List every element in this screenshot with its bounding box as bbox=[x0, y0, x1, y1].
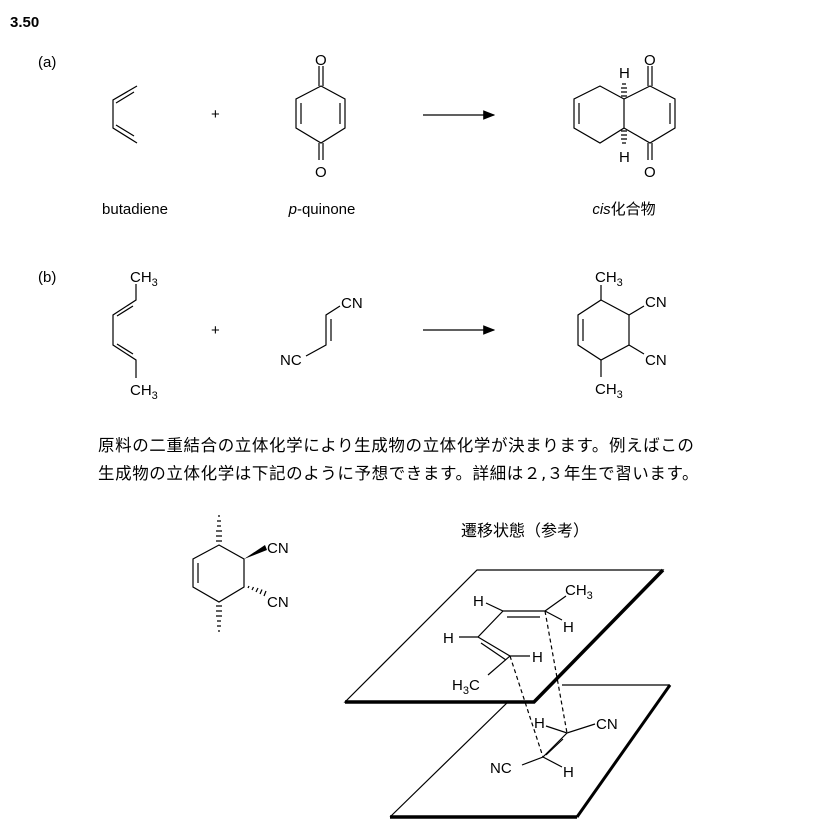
part-a-label: (a) bbox=[38, 54, 56, 71]
cyano-group: CN bbox=[596, 716, 618, 733]
stereo-product-structure: CN CN bbox=[192, 515, 289, 632]
methyl-group: H3C bbox=[452, 677, 480, 697]
fumaronitrile-structure: CN NC bbox=[280, 295, 363, 369]
oxygen-atom: O bbox=[644, 52, 656, 69]
part-b-label: (b) bbox=[38, 269, 56, 286]
hexadiene-structure: CH3 CH3 bbox=[112, 269, 158, 402]
butadiene-structure bbox=[112, 85, 138, 144]
explanation-line-2: 生成物の立体化学は下記のように予想できます。詳細は２,３年生で習います。 bbox=[98, 464, 700, 483]
methyl-group: CH3 bbox=[565, 582, 593, 602]
cis-compound-label: cis化合物 bbox=[592, 201, 655, 218]
oxygen-atom: O bbox=[315, 52, 327, 69]
plus-sign-a: + bbox=[211, 106, 220, 123]
cis-product-structure: H H O O bbox=[573, 52, 676, 181]
transition-state-title: 遷移状態（参考） bbox=[461, 521, 589, 540]
cyano-group: NC bbox=[280, 352, 302, 369]
cyano-group: CN bbox=[645, 294, 667, 311]
lower-plane bbox=[389, 684, 671, 818]
explanation-line-1: 原料の二重結合の立体化学により生成物の立体化学が決まります。例えばこの bbox=[98, 436, 695, 455]
hydrogen-atom: H bbox=[443, 630, 454, 647]
cyclohexene-product-structure: CH3 CH3 CN CN bbox=[577, 269, 667, 401]
p-quinone-label: p-quinone bbox=[288, 201, 356, 218]
upper-plane bbox=[343, 569, 665, 703]
methyl-group: CH3 bbox=[130, 269, 158, 289]
p-quinone-structure: O O bbox=[295, 52, 346, 181]
cyano-group: CN bbox=[341, 295, 363, 312]
cyano-group: CN bbox=[645, 352, 667, 369]
cyano-group: CN bbox=[267, 594, 289, 611]
problem-number: 3.50 bbox=[10, 14, 39, 31]
transition-state-diagram: H CH3 H H H H3C H CN NC H bbox=[343, 568, 672, 819]
oxygen-atom: O bbox=[315, 164, 327, 181]
cyano-group: NC bbox=[490, 760, 512, 777]
hydrogen-atom: H bbox=[473, 593, 484, 610]
hydrogen-atom: H bbox=[619, 65, 630, 82]
methyl-group: CH3 bbox=[595, 269, 623, 289]
hydrogen-atom: H bbox=[563, 619, 574, 636]
hydrogen-atom: H bbox=[619, 149, 630, 166]
methyl-group: CH3 bbox=[595, 381, 623, 401]
butadiene-label: butadiene bbox=[102, 201, 168, 218]
hydrogen-atom: H bbox=[563, 764, 574, 781]
cyano-group: CN bbox=[267, 540, 289, 557]
plus-sign-b: + bbox=[211, 322, 220, 339]
methyl-group: CH3 bbox=[130, 382, 158, 402]
oxygen-atom: O bbox=[644, 164, 656, 181]
hydrogen-atom: H bbox=[532, 649, 543, 666]
hydrogen-atom: H bbox=[534, 715, 545, 732]
